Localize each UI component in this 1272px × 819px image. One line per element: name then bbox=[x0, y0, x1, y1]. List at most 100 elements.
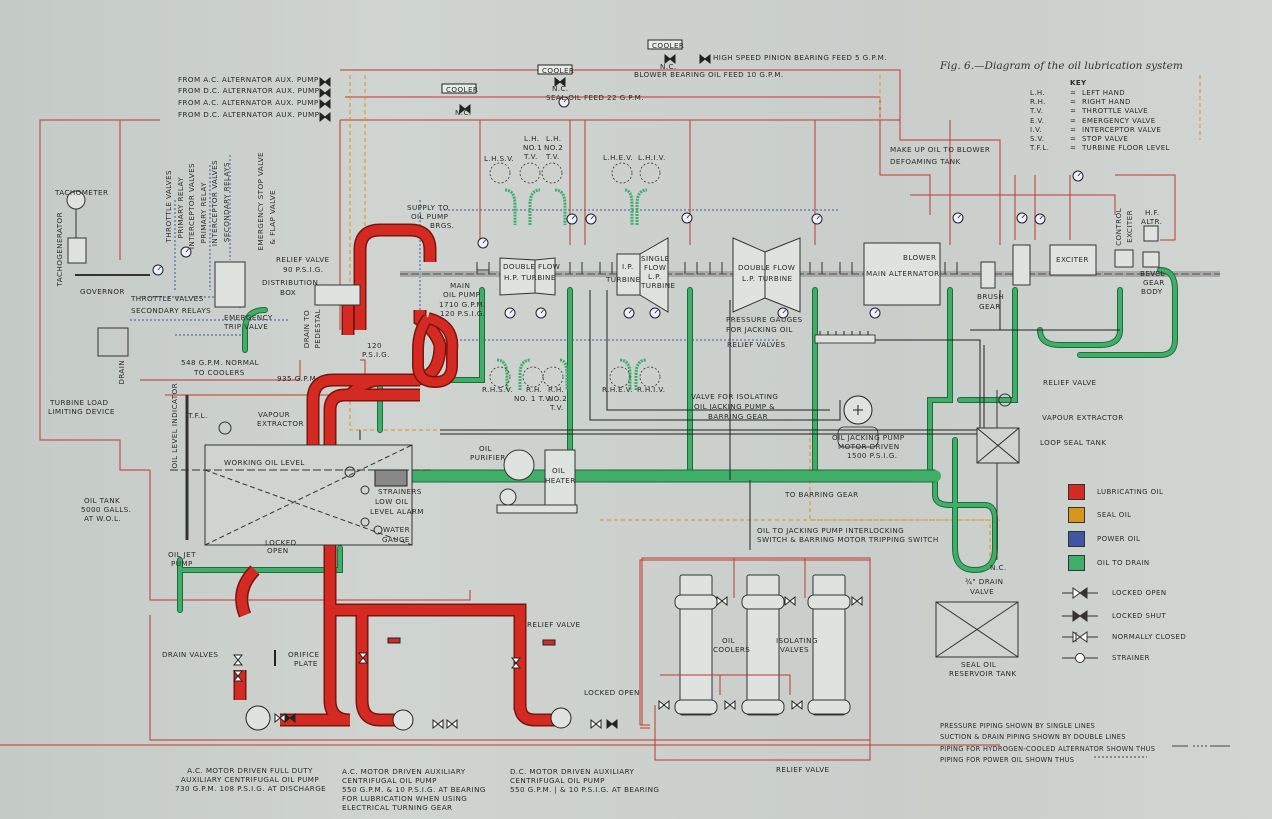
color-legend: LUBRICATING OIL SEAL OIL POWER OIL OIL T… bbox=[1068, 480, 1163, 574]
key-eq: = bbox=[1070, 134, 1077, 143]
label-120: 120 bbox=[367, 341, 382, 350]
label-oil-jacking-pump-and: OIL JACKING PUMP & bbox=[694, 402, 776, 411]
legend-label: LUBRICATING OIL bbox=[1097, 487, 1164, 496]
legend-label: OIL TO DRAIN bbox=[1097, 558, 1150, 567]
legend-label: POWER OIL bbox=[1097, 534, 1141, 543]
key-abbr: I.V. bbox=[1030, 125, 1043, 134]
bevel-gear-box bbox=[1142, 251, 1160, 268]
key-heading: KEY bbox=[1070, 79, 1087, 87]
governor-assembly bbox=[66, 190, 361, 357]
power-oil-lines bbox=[130, 155, 840, 350]
label-hf-altr: ALTR. bbox=[1141, 217, 1163, 226]
hf-alternator-box bbox=[1143, 225, 1159, 242]
label-relief-90: 90 P.S.I.G. bbox=[283, 265, 324, 274]
key-abbr: T.V. bbox=[1030, 107, 1044, 116]
label-jacking-pump: OIL JACKING PUMP bbox=[832, 433, 905, 442]
key-eq: = bbox=[1070, 144, 1077, 153]
label-isolating-valves: VALVES bbox=[780, 645, 810, 654]
label-esv: EMERGENCY STOP VALVE bbox=[256, 152, 265, 251]
label-strainers: STRAINERS bbox=[378, 487, 422, 496]
legend-symbol-label: NORMALLY CLOSED bbox=[1112, 633, 1187, 641]
label-cooler: COOLER bbox=[542, 66, 575, 75]
legend-symbol-locked-shut: LOCKED SHUT bbox=[1062, 609, 1166, 623]
legend-symbol-normally-closed: NORMALLY CLOSED bbox=[1062, 630, 1186, 644]
pump-desc-line: AUXILIARY CENTRIFUGAL OIL PUMP bbox=[180, 775, 320, 784]
label-tripping-switch: SWITCH & BARRING MOTOR TRIPPING SWITCH bbox=[757, 535, 939, 544]
key-row: R.H.=RIGHT HAND bbox=[1030, 98, 1170, 107]
legend-symbol-label: LOCKED OPEN bbox=[1112, 589, 1167, 597]
cooler-piping bbox=[640, 557, 871, 761]
label-flow: FLOW bbox=[644, 263, 667, 272]
exciter-box bbox=[1049, 244, 1097, 276]
label-lp: L.P. bbox=[648, 272, 662, 281]
label-tv-secondary-relays: SECONDARY RELAYS bbox=[131, 306, 212, 315]
swatch-drain bbox=[1068, 554, 1085, 571]
key-abbr: L.H. bbox=[1030, 89, 1046, 97]
label-relief-valve: RELIEF VALVE bbox=[276, 255, 330, 264]
key-row: L.H.=LEFT HAND bbox=[1030, 89, 1170, 98]
legend-symbol-locked-open: LOCKED OPEN bbox=[1062, 586, 1166, 600]
label-brush-gear: GEAR bbox=[979, 302, 1001, 311]
pump-desc-line: 550 G.P.M. | & 10 P.S.I.G. AT BEARING bbox=[510, 785, 660, 794]
key-abbr: E.V. bbox=[1030, 116, 1045, 125]
legend-symbol-label: STRAINER bbox=[1112, 654, 1150, 662]
label-oil-tank: OIL TANK bbox=[84, 496, 121, 505]
label-loop-seal-tank: LOOP SEAL TANK bbox=[1040, 438, 1107, 447]
label-ip-turbine: TURBINE bbox=[606, 275, 641, 284]
pump-desc-line: D.C. MOTOR DRIVEN AUXILIARY bbox=[510, 767, 635, 776]
label-dc-aux: D.C. MOTOR DRIVEN AUXILIARY CENTRIFUGAL … bbox=[510, 767, 659, 794]
key-row: E.V.=EMERGENCY VALVE bbox=[1030, 117, 1170, 126]
label-exciter: EXCITER bbox=[1056, 255, 1089, 264]
label-oil-coolers: COOLERS bbox=[713, 645, 751, 654]
valve-drain-bends bbox=[496, 188, 648, 390]
label-lp2-turbine: L.P. TURBINE bbox=[742, 274, 793, 283]
note-line: PRESSURE PIPING SHOWN BY SINGLE LINES bbox=[940, 722, 1096, 730]
legend-symbol-label: LOCKED SHUT bbox=[1112, 612, 1167, 620]
swatch-power bbox=[1068, 530, 1085, 547]
valve-locked-shut-icon bbox=[1062, 610, 1098, 622]
swatch-lubricating bbox=[1068, 483, 1085, 500]
drain-pipes bbox=[177, 267, 1178, 613]
label-tv-primary-relay: PRIMARY RELAY bbox=[176, 177, 185, 239]
valve-normally-closed-icon bbox=[1062, 631, 1098, 643]
label-box: BOX bbox=[280, 288, 297, 297]
label-drain-to: DRAIN TO bbox=[302, 310, 311, 349]
label-seal-oil-feed: SEAL OIL FEED 22 G.P.M. bbox=[546, 93, 644, 102]
label-lh2-tv: T.V. bbox=[546, 152, 560, 161]
label-rh1: R.H. bbox=[526, 385, 543, 394]
label-control-exciter: EXCITER bbox=[1125, 210, 1134, 243]
label-to-coolers: TO COOLERS bbox=[194, 368, 245, 377]
label-tv-secondary: THROTTLE VALVES bbox=[131, 294, 204, 303]
label-governor: GOVERNOR bbox=[80, 287, 125, 296]
label-rhsv: R.H.S.V. bbox=[482, 385, 513, 394]
label-purifier: PURIFIER bbox=[470, 453, 506, 462]
key-abbr: T.F.L. bbox=[1030, 144, 1050, 153]
coupling-box bbox=[1012, 244, 1031, 286]
control-exciter-box bbox=[1114, 249, 1134, 268]
label-high-speed-pinion: HIGH SPEED PINION BEARING FEED 5 G.P.M. bbox=[713, 53, 887, 62]
key-eq: = bbox=[1070, 98, 1077, 107]
label-oil: OIL bbox=[479, 444, 492, 453]
label-lhev: L.H.E.V. bbox=[603, 153, 634, 162]
label-tachometer: TACHOMETER bbox=[55, 188, 109, 197]
label-flap-valve: & FLAP VALVE bbox=[268, 190, 277, 245]
label-from-pump: FROM D.C. ALTERNATOR AUX. PUMP bbox=[178, 110, 320, 119]
key-row: T.F.L.=TURBINE FLOOR LEVEL bbox=[1030, 144, 1170, 153]
purifier-heater bbox=[496, 449, 578, 514]
label-limiting-device: LIMITING DEVICE bbox=[48, 407, 115, 416]
label-iv-secondary-relays: SECONDARY RELAYS bbox=[222, 162, 231, 243]
label-seal-vapour-extractor: VAPOUR EXTRACTOR bbox=[1042, 413, 1124, 422]
label-gauge: GAUGE bbox=[382, 535, 410, 544]
label-heater-oil: OIL bbox=[552, 466, 565, 475]
label-defoaming-tank: DEFOAMING TANK bbox=[890, 157, 961, 166]
label-1710-gpm: 1710 G.P.M. bbox=[439, 300, 486, 309]
strainer-icon bbox=[1062, 653, 1098, 663]
label-oil-jet: OIL JET bbox=[168, 550, 196, 559]
hp-turbine bbox=[499, 257, 556, 296]
label-seal-oil: SEAL OIL bbox=[961, 660, 997, 669]
pump-desc-line: A.C. MOTOR DRIVEN AUXILIARY bbox=[342, 767, 466, 776]
label-5000-galls: 5000 GALLS. bbox=[81, 505, 132, 514]
label-lp-turbine: TURBINE bbox=[641, 281, 676, 290]
label-120-psig-main: 120 P.S.I.G. bbox=[440, 309, 486, 318]
label-emergency: EMERGENCY bbox=[224, 313, 273, 322]
